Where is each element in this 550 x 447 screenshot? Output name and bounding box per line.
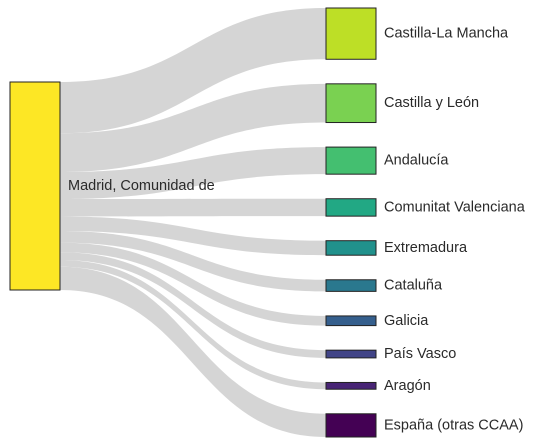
sankey-link-2 [60,147,326,200]
sankey-node-target-0[interactable] [325,7,377,60]
sankey-node-target-4[interactable] [325,240,377,256]
sankey-label-target-4: Extremadura [384,240,468,256]
sankey-label-target-1: Castilla y León [384,95,479,111]
sankey-node-target-1[interactable] [325,83,377,124]
sankey-label-target-2: Andalucía [384,153,449,169]
sankey-link-3 [60,198,326,217]
sankey-link-6 [60,242,326,326]
sankey-node-target-8[interactable] [325,381,377,390]
sankey-node-target-9[interactable] [325,413,377,438]
sankey-link-9 [60,266,326,437]
sankey-label-target-8: Aragón [384,378,431,394]
sankey-link-0 [60,8,326,134]
sankey-link-8 [60,260,326,390]
sankey-link-5 [60,230,326,292]
sankey-link-1 [60,83,326,172]
sankey-node-target-2[interactable] [325,146,377,175]
sankey-label-target-5: Cataluña [384,278,443,294]
sankey-label-source: Madrid, Comunidad de [68,178,215,194]
sankey-node-target-5[interactable] [325,279,377,292]
sankey-label-target-3: Comunitat Valenciana [384,199,526,215]
sankey-label-target-9: España (otras CCAA) [384,417,523,433]
sankey-node-target-6[interactable] [325,315,377,327]
sankey-links [60,8,326,437]
sankey-node-target-3[interactable] [325,198,377,217]
sankey-node-target-7[interactable] [325,349,377,359]
sankey-label-target-0: Castilla-La Mancha [384,26,509,42]
sankey-label-target-7: País Vasco [384,346,456,362]
sankey-label-target-6: Galicia [384,313,429,329]
sankey-node-source[interactable] [9,81,61,291]
sankey-link-7 [60,252,326,358]
sankey-nodes [9,7,377,438]
sankey-link-4 [60,216,326,256]
